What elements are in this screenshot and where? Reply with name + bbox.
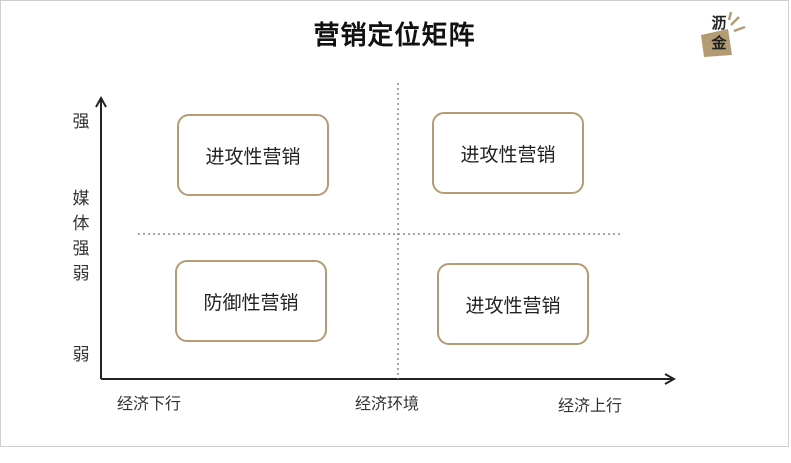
quadrant-bottom-right: 进攻性营销 bbox=[437, 263, 589, 345]
page-title: 营销定位矩阵 bbox=[313, 21, 476, 51]
logo-text-bottom: 金 bbox=[711, 34, 727, 52]
y-axis-title: 媒体强弱 bbox=[72, 189, 90, 284]
slide: 营销定位矩阵 沥 金 进攻性营销 进攻性营销 防御性营销 进攻性营销 强 媒体强… bbox=[0, 0, 789, 447]
y-axis-weak-label: 弱 bbox=[72, 345, 90, 365]
logo-mark-icon bbox=[701, 11, 746, 57]
matrix-axes bbox=[1, 83, 790, 448]
x-axis-right-label: 经济上行 bbox=[558, 396, 623, 415]
y-axis-strong-label: 强 bbox=[72, 112, 90, 132]
quadrant-top-left: 进攻性营销 bbox=[177, 114, 329, 196]
logo-text-top: 沥 bbox=[711, 14, 727, 32]
x-axis-left-label: 经济下行 bbox=[117, 394, 182, 413]
quadrant-top-right: 进攻性营销 bbox=[432, 112, 584, 194]
logo: 沥 金 bbox=[698, 11, 750, 61]
x-axis-title: 经济环境 bbox=[355, 394, 420, 413]
quadrant-bottom-left: 防御性营销 bbox=[175, 260, 327, 342]
